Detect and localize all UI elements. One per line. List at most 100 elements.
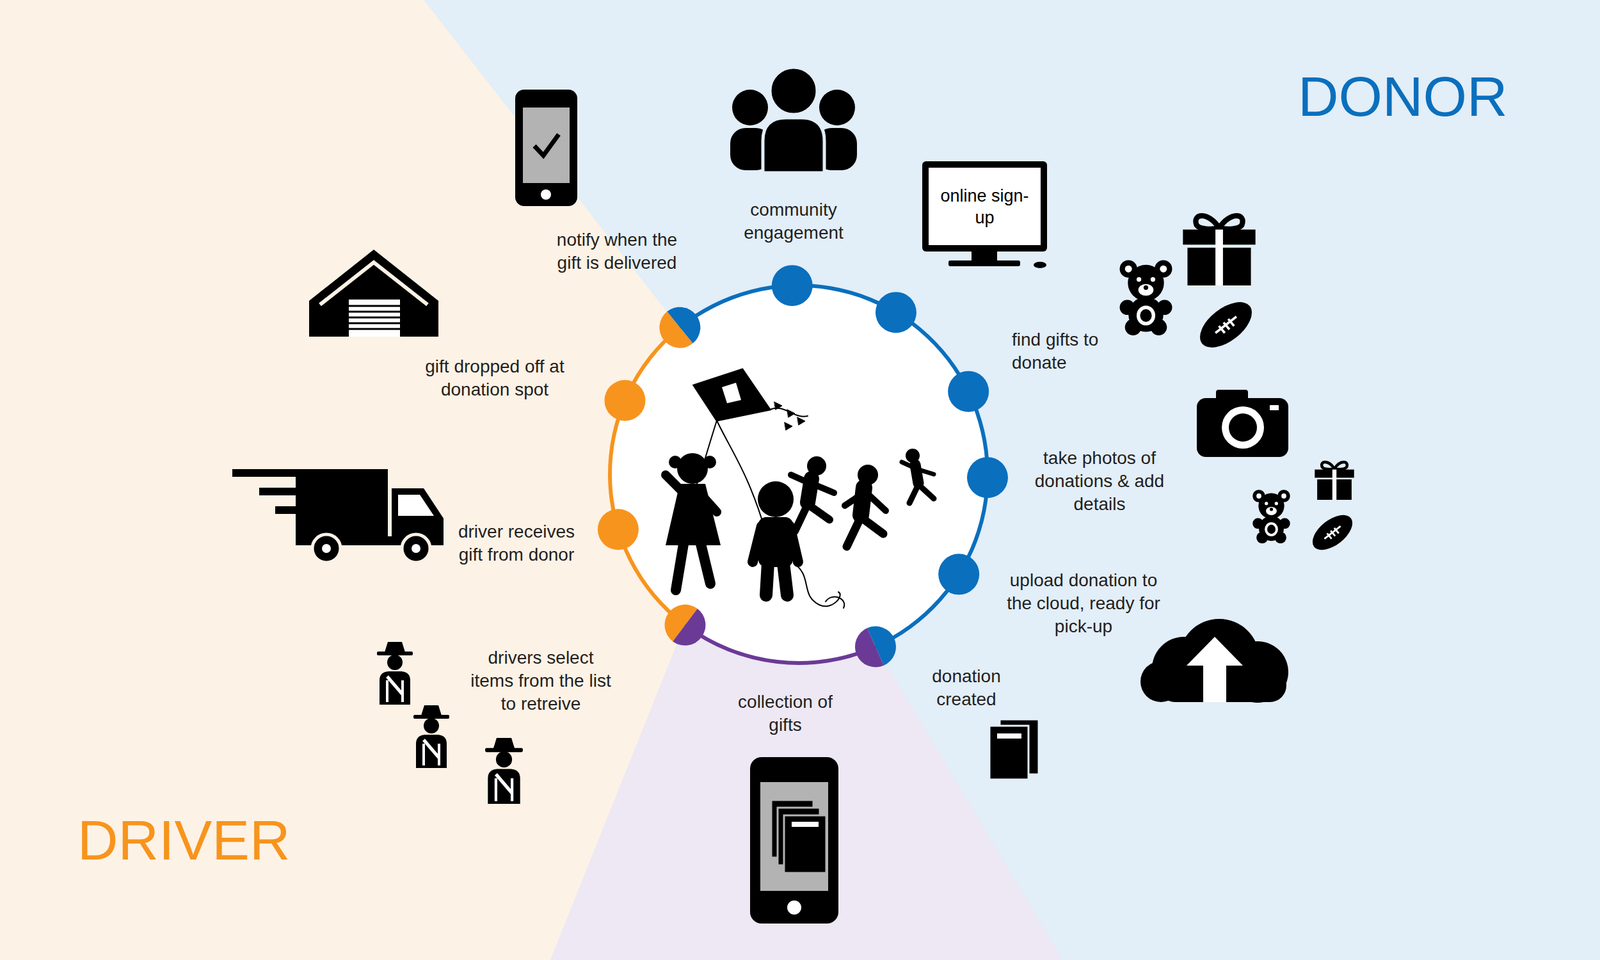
- phone-list-icon: [750, 757, 839, 924]
- step-label: driver receives gift from donor: [457, 520, 576, 567]
- step-label: find gifts to donate: [1011, 328, 1115, 375]
- role-title: DONOR: [1297, 64, 1508, 129]
- truck-icon: [398, 494, 434, 516]
- children-illustration: [716, 420, 766, 532]
- split-dot: [867, 626, 896, 666]
- driver-icons: [413, 705, 450, 768]
- phone-list-icon: [787, 900, 802, 915]
- documents-icon: [989, 725, 1029, 780]
- children-illustration: [703, 455, 717, 469]
- cloud-upload-icon: [1186, 636, 1243, 703]
- children-illustration: [783, 563, 788, 596]
- toy-icons: [1120, 215, 1359, 557]
- monitor-icon: [922, 161, 1048, 269]
- children-illustration: [791, 474, 810, 484]
- children-illustration: [787, 409, 795, 418]
- community-icon: [769, 67, 818, 115]
- garage-icon: [320, 262, 428, 305]
- community-icon: [730, 67, 857, 173]
- toy-icons: [1306, 508, 1359, 557]
- children-illustration: [700, 494, 717, 512]
- truck-icon: [401, 534, 431, 563]
- children-illustration: [844, 494, 863, 506]
- children-illustration: [797, 417, 806, 425]
- phone-check-icon: [515, 89, 578, 207]
- garage-icon: [309, 249, 439, 337]
- children-illustration: [752, 526, 762, 562]
- truck-icon: [232, 469, 444, 563]
- step-dot: [771, 264, 813, 306]
- step-label: upload donation to the cloud, ready for …: [1006, 568, 1161, 639]
- role-title: DRIVER: [77, 807, 291, 873]
- children-illustration: [774, 401, 783, 410]
- step-dot: [947, 371, 989, 413]
- node-text: online sign-up: [933, 184, 1036, 229]
- garage-icon: [309, 249, 439, 337]
- children-illustration: [665, 369, 934, 608]
- collection-region: [550, 632, 1063, 960]
- phone-list-icon: [750, 757, 839, 924]
- step-label: community engagement: [729, 198, 858, 245]
- children-illustration: [867, 494, 886, 511]
- monitor-icon: [1033, 261, 1047, 269]
- children-illustration: [846, 517, 861, 547]
- truck-icon: [295, 469, 388, 541]
- cloud-upload-icon: [1140, 618, 1289, 703]
- garage-icon: [348, 322, 400, 325]
- step-label: notify when the gift is delivered: [552, 228, 681, 275]
- cycle-ring: [597, 264, 1008, 667]
- camera-icon: [1221, 406, 1264, 449]
- step-dot: [875, 291, 917, 333]
- toy-icons: [1182, 215, 1256, 286]
- split-dot: [672, 608, 706, 646]
- children-illustration: [825, 597, 845, 608]
- step-dot: [938, 553, 980, 595]
- monitor-icon: [971, 251, 998, 262]
- children-illustration: [757, 481, 794, 518]
- children-illustration: [677, 453, 708, 484]
- monitor-screen: online sign-up: [928, 167, 1041, 246]
- toy-icons: [1120, 260, 1173, 336]
- children-illustration: [901, 462, 915, 468]
- children-illustration: [665, 474, 685, 495]
- step-label: gift dropped off at donation spot: [414, 355, 575, 402]
- camera-icon: [1228, 413, 1257, 442]
- step-dot: [967, 456, 1008, 498]
- phone-check-icon: [534, 134, 559, 156]
- children-illustration: [793, 563, 841, 607]
- step-label: take photos of donations & add details: [1032, 446, 1167, 516]
- camera-icon: [1196, 398, 1289, 457]
- children-illustration: [814, 484, 834, 493]
- monitor-icon: [922, 161, 1048, 252]
- ring-arc: [608, 325, 687, 627]
- children-illustration: [918, 484, 934, 499]
- step-label: donation created: [918, 664, 1015, 712]
- children-illustration: [665, 483, 721, 546]
- children-illustration: [766, 563, 768, 596]
- phone-check-icon: [515, 89, 578, 207]
- phone-list-icon: [784, 815, 827, 873]
- phone-check-icon: [540, 189, 552, 200]
- garage-icon: [348, 316, 400, 319]
- step-dot: [597, 508, 639, 550]
- center-disc: [611, 286, 987, 662]
- toy-icons: [1314, 462, 1354, 500]
- driver-icons: [376, 641, 413, 705]
- children-illustration: [784, 422, 793, 431]
- truck-icon: [312, 534, 341, 563]
- driver-region: [0, 0, 682, 960]
- truck-icon: [321, 544, 331, 553]
- children-illustration: [917, 469, 934, 475]
- children-illustration: [675, 544, 684, 591]
- phone-list-icon: [760, 782, 829, 891]
- garage-icon: [348, 299, 400, 337]
- split-dot: [659, 311, 693, 349]
- children-illustration: [807, 504, 830, 520]
- garage-icon: [348, 305, 400, 308]
- step-dot: [604, 380, 646, 422]
- garage-icon: [348, 311, 400, 313]
- camera-icon: [1269, 405, 1279, 411]
- step-label: collection of gifts: [737, 690, 834, 737]
- phone-list-icon: [791, 821, 819, 827]
